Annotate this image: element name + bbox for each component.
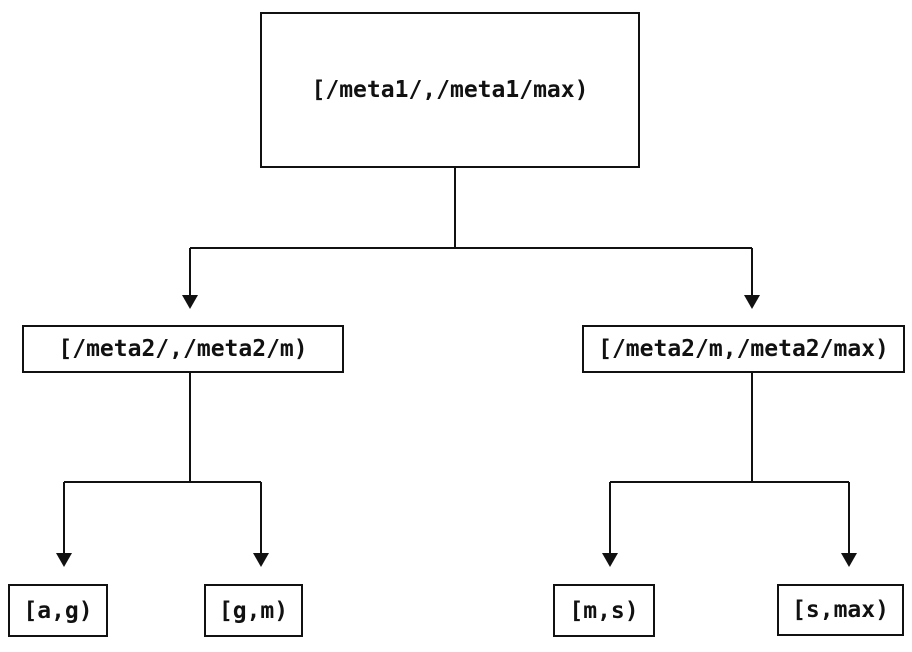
node-leaf-ag-label: [a,g) <box>23 597 93 624</box>
node-root: [/meta1/,/meta1/max) <box>260 12 640 168</box>
arrowhead-right-smax-icon <box>841 553 857 567</box>
node-leaf-smax: [s,max) <box>777 584 904 636</box>
arrowhead-root-right-icon <box>744 295 760 309</box>
edge-left-fork <box>63 373 262 553</box>
node-leaf-gm: [g,m) <box>204 584 303 637</box>
edge-right-fork <box>609 373 850 553</box>
edge-root-fork <box>189 168 753 295</box>
node-leaf-gm-label: [g,m) <box>218 597 289 624</box>
arrowhead-right-ms-icon <box>602 553 618 567</box>
arrowhead-left-ag-icon <box>56 553 72 567</box>
arrowhead-left-gm-icon <box>253 553 269 567</box>
arrowhead-root-left-icon <box>182 295 198 309</box>
node-meta2-lower: [/meta2/,/meta2/m) <box>22 325 344 373</box>
node-leaf-smax-label: [s,max) <box>792 597 889 623</box>
node-meta2-lower-label: [/meta2/,/meta2/m) <box>58 336 308 362</box>
node-meta2-upper-label: [/meta2/m,/meta2/max) <box>598 336 889 362</box>
node-leaf-ag: [a,g) <box>8 584 108 637</box>
node-meta2-upper: [/meta2/m,/meta2/max) <box>582 325 905 373</box>
node-leaf-ms-label: [m,s) <box>569 597 639 624</box>
node-leaf-ms: [m,s) <box>553 584 655 637</box>
node-root-label: [/meta1/,/meta1/max) <box>311 77 589 103</box>
